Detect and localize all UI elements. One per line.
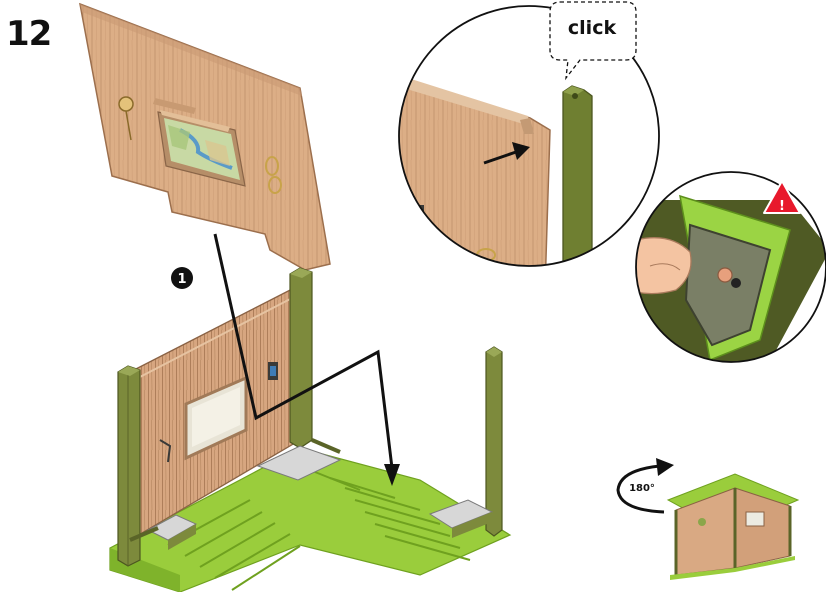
step-number: 12 [6,14,52,54]
svg-text:click: click [568,17,617,39]
svg-text:!: ! [779,199,785,214]
right-post [485,346,503,537]
rotate-arrow-icon: 180° [616,458,674,514]
guide-arrowhead [384,464,400,486]
rotation-label: 180° [629,483,655,494]
panel-window [157,110,246,187]
warning-detail [635,171,826,363]
back-wall [129,283,301,542]
wall-panel [79,2,331,271]
marker-first: 1 [171,267,193,289]
assembly-guide-lines [213,233,394,469]
rope-ornament [265,156,282,194]
svg-text:1: 1 [177,272,186,287]
grass-base [109,447,512,592]
compass-ornament [118,96,134,141]
warning-triangle-icon: ! [763,180,801,214]
left-post [117,365,141,567]
arrow-icon [483,142,530,165]
base-assembly [109,267,512,592]
rotated-preview [666,473,800,580]
click-callout: click [549,1,637,81]
corner-post [289,267,313,449]
